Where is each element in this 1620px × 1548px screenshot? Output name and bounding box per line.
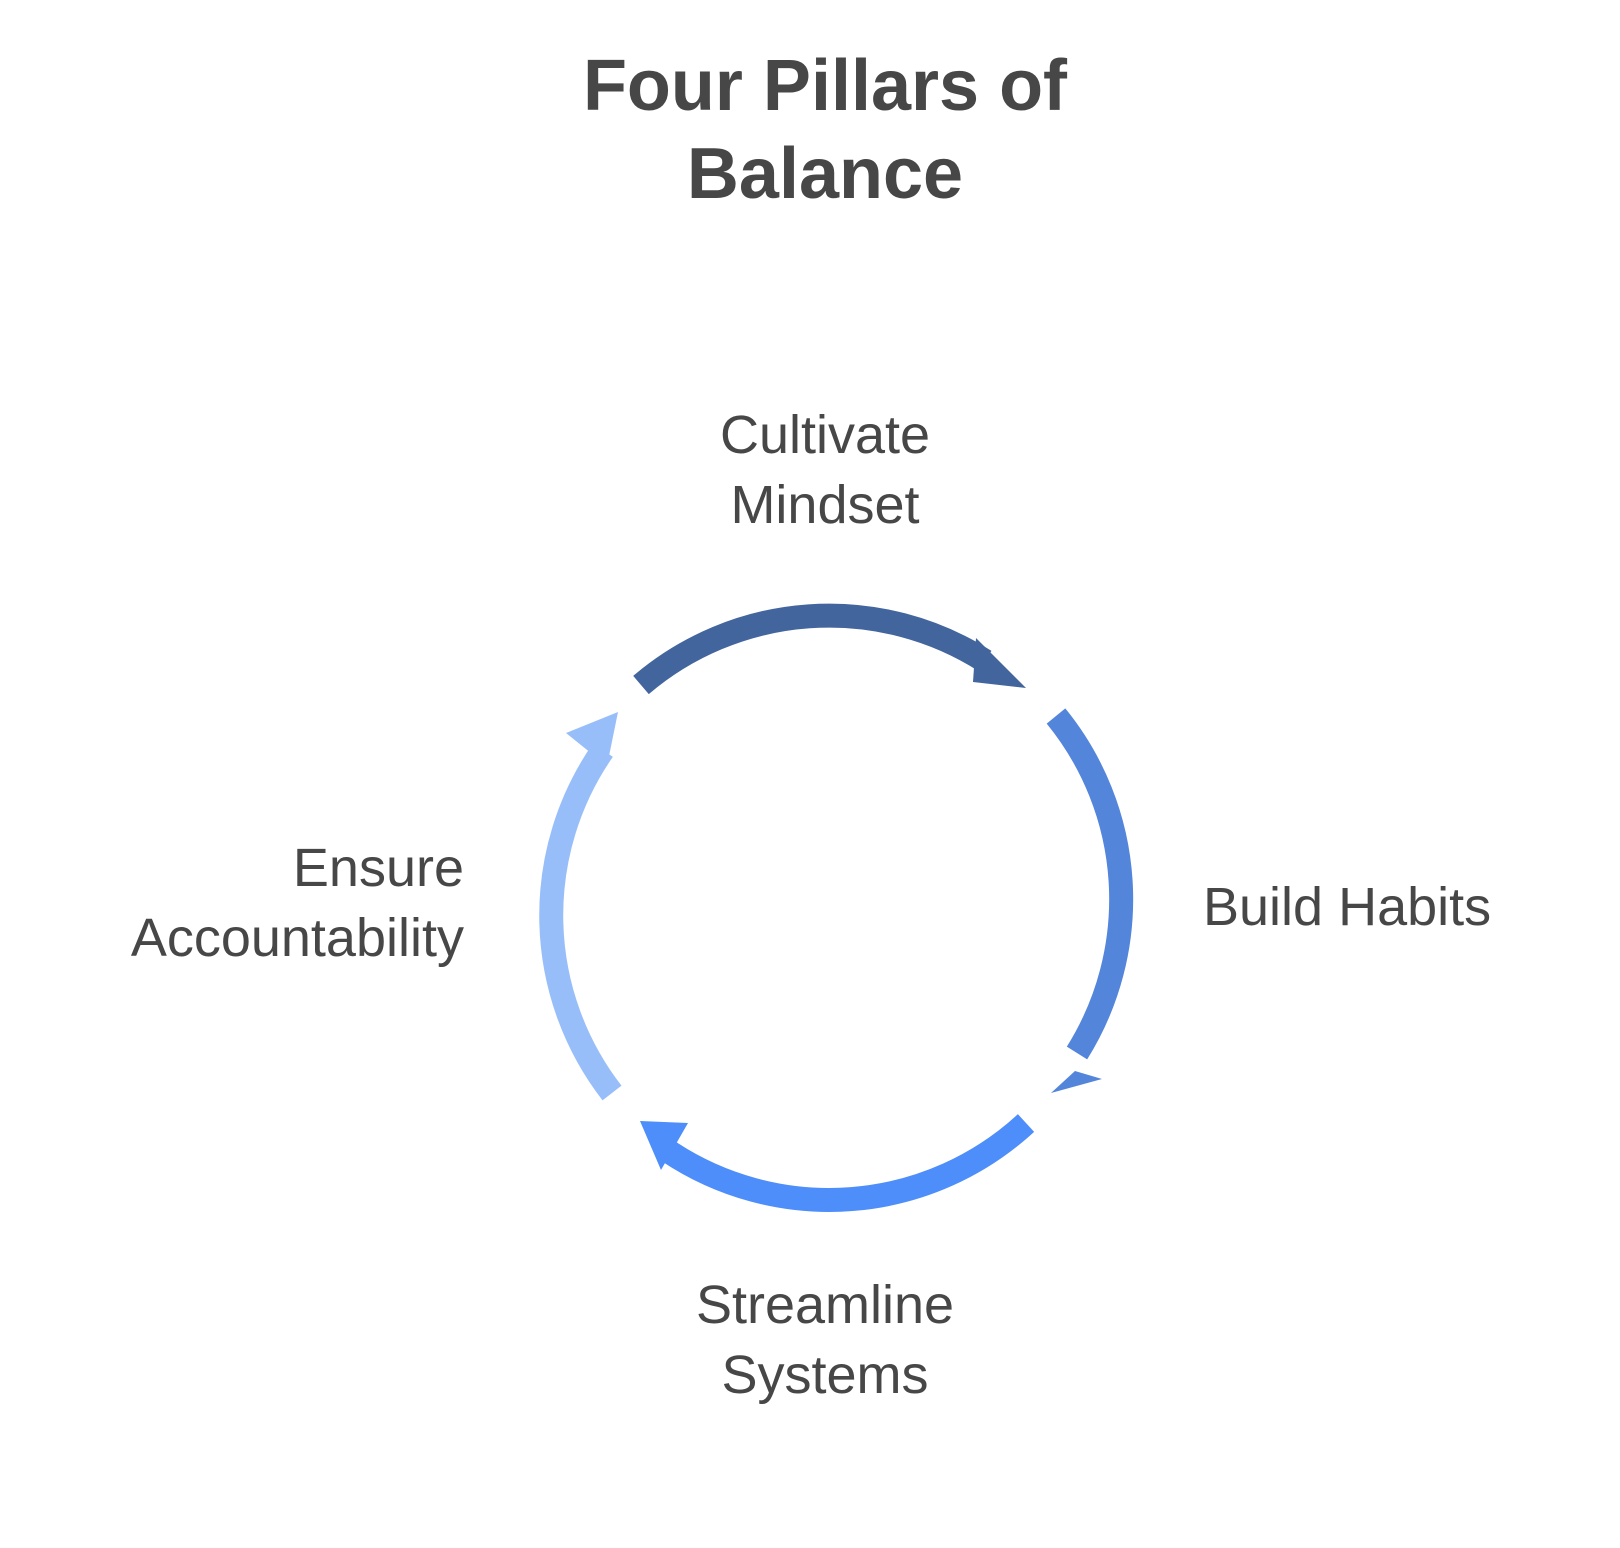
arc-segment-2 [1046, 708, 1134, 1060]
step-label-cultivate-mindset: Cultivate Mindset [640, 400, 1010, 540]
step-label-ensure-accountability: Ensure Accountability [60, 833, 464, 973]
arrow-systems-to-accountability [640, 1114, 1035, 1212]
diagram-title-line-1: Four Pillars of [582, 46, 1068, 126]
arc-segment-4 [539, 743, 622, 1101]
arrowhead-2 [1051, 1071, 1102, 1093]
diagram-title-line-2: Balance [686, 134, 964, 214]
step-label-build-habits: Build Habits [1203, 872, 1543, 942]
step-1-line-2: Mindset [730, 475, 920, 535]
step-3-line-1: Streamline [695, 1275, 955, 1335]
arc-segment-1 [633, 603, 992, 695]
arrowhead-4 [566, 712, 618, 766]
step-label-streamline-systems: Streamline Systems [640, 1270, 1010, 1410]
step-4-line-2: Accountability [130, 908, 464, 968]
arrow-accountability-to-mindset [539, 712, 622, 1101]
step-3-line-2: Systems [721, 1345, 929, 1405]
diagram-title: Four Pillars of Balance [0, 42, 1620, 218]
arrow-habits-to-systems [1046, 708, 1134, 1093]
arrowhead-3 [640, 1121, 688, 1170]
arrowhead-1 [973, 638, 1026, 688]
step-4-line-1: Ensure [292, 838, 464, 898]
step-1-line-1: Cultivate [719, 405, 931, 465]
arrow-cultivate-to-habits [633, 603, 1026, 695]
arc-segment-3 [661, 1114, 1035, 1212]
step-2-line-1: Build Habits [1203, 877, 1492, 937]
